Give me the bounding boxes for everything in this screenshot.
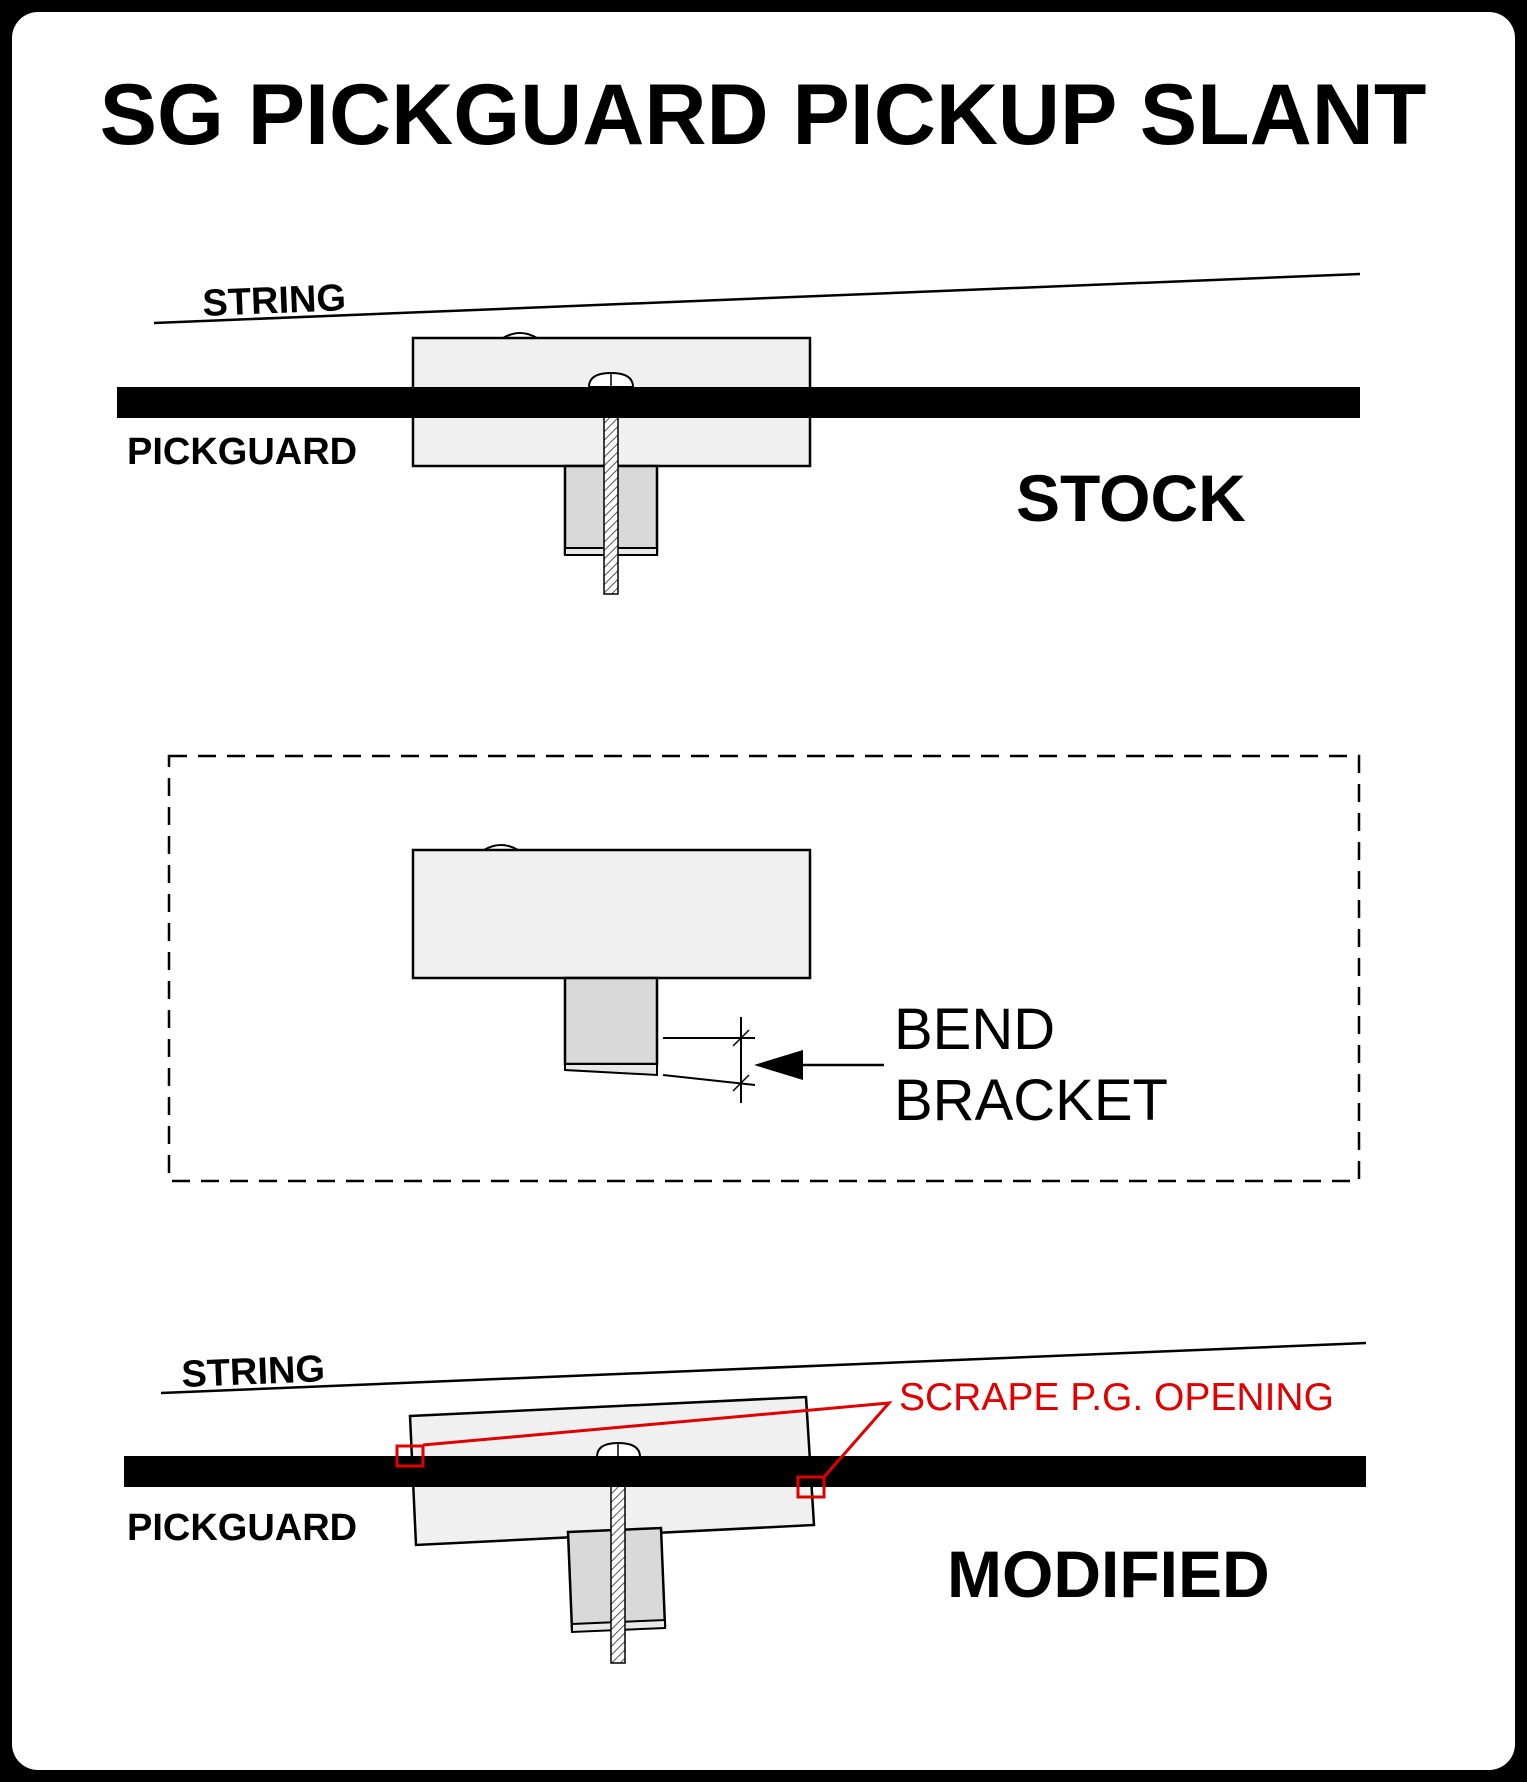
page-title: SG PICKGUARD PICKUP SLANT xyxy=(100,67,1427,163)
detail-mounting-bracket xyxy=(563,976,659,1066)
modified-pickup xyxy=(408,1395,816,1664)
bend-label-line1: BEND xyxy=(894,997,1055,1062)
modified-string-line xyxy=(160,1341,1367,1395)
stock-pickguard-label: PICKGUARD xyxy=(127,431,357,473)
scrape-annotation: SCRAPE P.G. OPENING xyxy=(395,1376,1334,1499)
modified-height-screw xyxy=(610,1469,626,1664)
bend-label-line2: BRACKET xyxy=(894,1068,1168,1133)
modified-pickguard-bar xyxy=(124,1456,1366,1487)
stock-string-line xyxy=(153,272,1361,325)
scrape-leader-line xyxy=(422,1401,893,1478)
modified-string-label: STRING xyxy=(181,1348,326,1396)
modified-caption: MODIFIED xyxy=(947,1537,1270,1611)
stock-string-label: STRING xyxy=(202,277,347,325)
scrape-marker-left xyxy=(395,1444,425,1468)
stock-pickguard-bar xyxy=(117,387,1360,418)
modified-pickguard-label: PICKGUARD xyxy=(127,1507,357,1549)
detail-arrow-head xyxy=(754,1050,803,1080)
stock-caption: STOCK xyxy=(1016,461,1246,535)
scrape-marker-right xyxy=(796,1475,826,1499)
stock-pickup xyxy=(411,332,812,595)
detail-dashed-frame xyxy=(167,754,1361,1183)
stock-section: STRING PICKGUARD STOCK xyxy=(117,272,1361,595)
detail-section: BEND BRACKET xyxy=(167,754,1361,1183)
scrape-label: SCRAPE P.G. OPENING xyxy=(899,1376,1334,1419)
detail-pickup-body xyxy=(411,848,812,980)
detail-bent-foot xyxy=(564,1063,658,1077)
modified-section: STRING PICKGUARD MODIFIED SCRAPE P.G. OP… xyxy=(124,1341,1367,1664)
